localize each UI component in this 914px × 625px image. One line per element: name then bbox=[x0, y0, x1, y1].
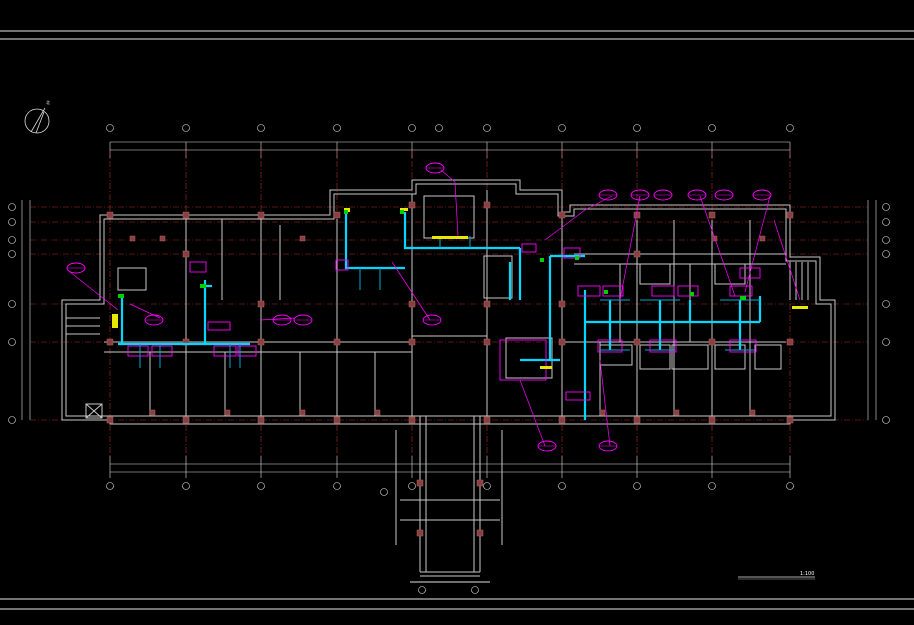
top-dimension-line bbox=[109, 141, 791, 158]
entrance-wing bbox=[395, 416, 503, 583]
bottom-dimension-line bbox=[109, 456, 791, 478]
hvac-ducts bbox=[118, 212, 762, 420]
drawing-scale: 1:100 bbox=[800, 571, 814, 577]
entrance-axis-bubbles bbox=[418, 586, 479, 594]
side-axis-bubbles bbox=[8, 203, 890, 424]
side-dimension-lines bbox=[21, 200, 877, 420]
building-walls bbox=[61, 179, 836, 425]
return-air-grilles bbox=[118, 210, 746, 300]
equipment-tags bbox=[66, 162, 772, 452]
equipment-tag-dividers bbox=[67, 167, 771, 447]
bottom-axis-bubbles bbox=[106, 482, 794, 496]
hvac-duct-branches bbox=[139, 236, 760, 368]
diffuser-boxes bbox=[127, 243, 761, 401]
svg-text:北: 北 bbox=[46, 99, 50, 105]
structural-columns bbox=[106, 201, 794, 537]
drawing-title-block: 1:100 bbox=[738, 571, 815, 580]
annotation-leaders bbox=[69, 169, 801, 447]
sheet-frame bbox=[0, 30, 914, 610]
top-axis-bubbles bbox=[106, 124, 794, 132]
north-arrow-icon: 北 bbox=[24, 99, 50, 134]
